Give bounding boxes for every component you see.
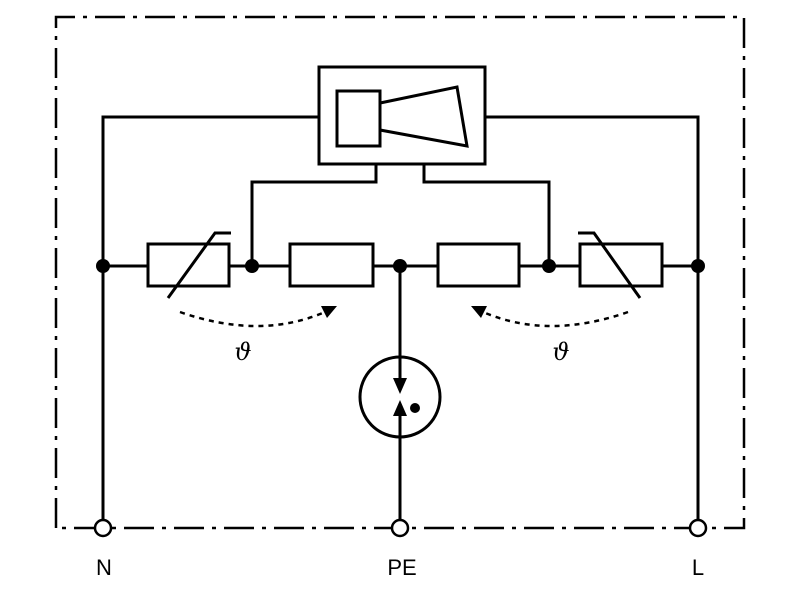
thermal-fuse-right xyxy=(436,242,521,288)
enclosure-frame xyxy=(54,15,746,530)
junction-right xyxy=(542,259,556,273)
thermal-symbol-right: ϑ xyxy=(552,338,569,366)
junction-n xyxy=(96,259,110,273)
signal-horn-icon xyxy=(379,85,469,148)
spark-gap-down-arrow-icon xyxy=(393,378,407,394)
thermal-arrow-left xyxy=(179,310,326,328)
thermal-arrowhead-right-icon xyxy=(471,306,487,318)
junction-l xyxy=(691,259,705,273)
thermal-fuse-left xyxy=(288,242,375,288)
terminal-label-n: N xyxy=(96,555,112,580)
terminal-label-l: L xyxy=(692,555,704,580)
terminal-label-pe: PE xyxy=(387,555,416,580)
thermal-symbol-left: ϑ xyxy=(234,338,251,366)
spark-gap-up-arrow-icon xyxy=(393,400,407,416)
varistor-right-slash xyxy=(578,231,642,299)
spark-gap-gas-dot xyxy=(410,403,420,413)
signal-device-coil xyxy=(335,89,382,148)
signal-lead-right xyxy=(422,164,551,266)
l-rail xyxy=(485,115,700,520)
thermal-arrowhead-left-icon xyxy=(321,306,337,318)
varistor-left xyxy=(146,242,231,288)
varistor-left-slash xyxy=(166,231,231,299)
junction-left xyxy=(245,259,259,273)
terminal-n xyxy=(93,518,113,538)
thermal-arrow-right xyxy=(482,310,629,328)
n-rail xyxy=(101,115,319,520)
varistor-right xyxy=(578,242,664,288)
terminal-l xyxy=(688,518,708,538)
terminal-pe xyxy=(390,518,410,538)
signal-lead-left xyxy=(250,164,378,266)
